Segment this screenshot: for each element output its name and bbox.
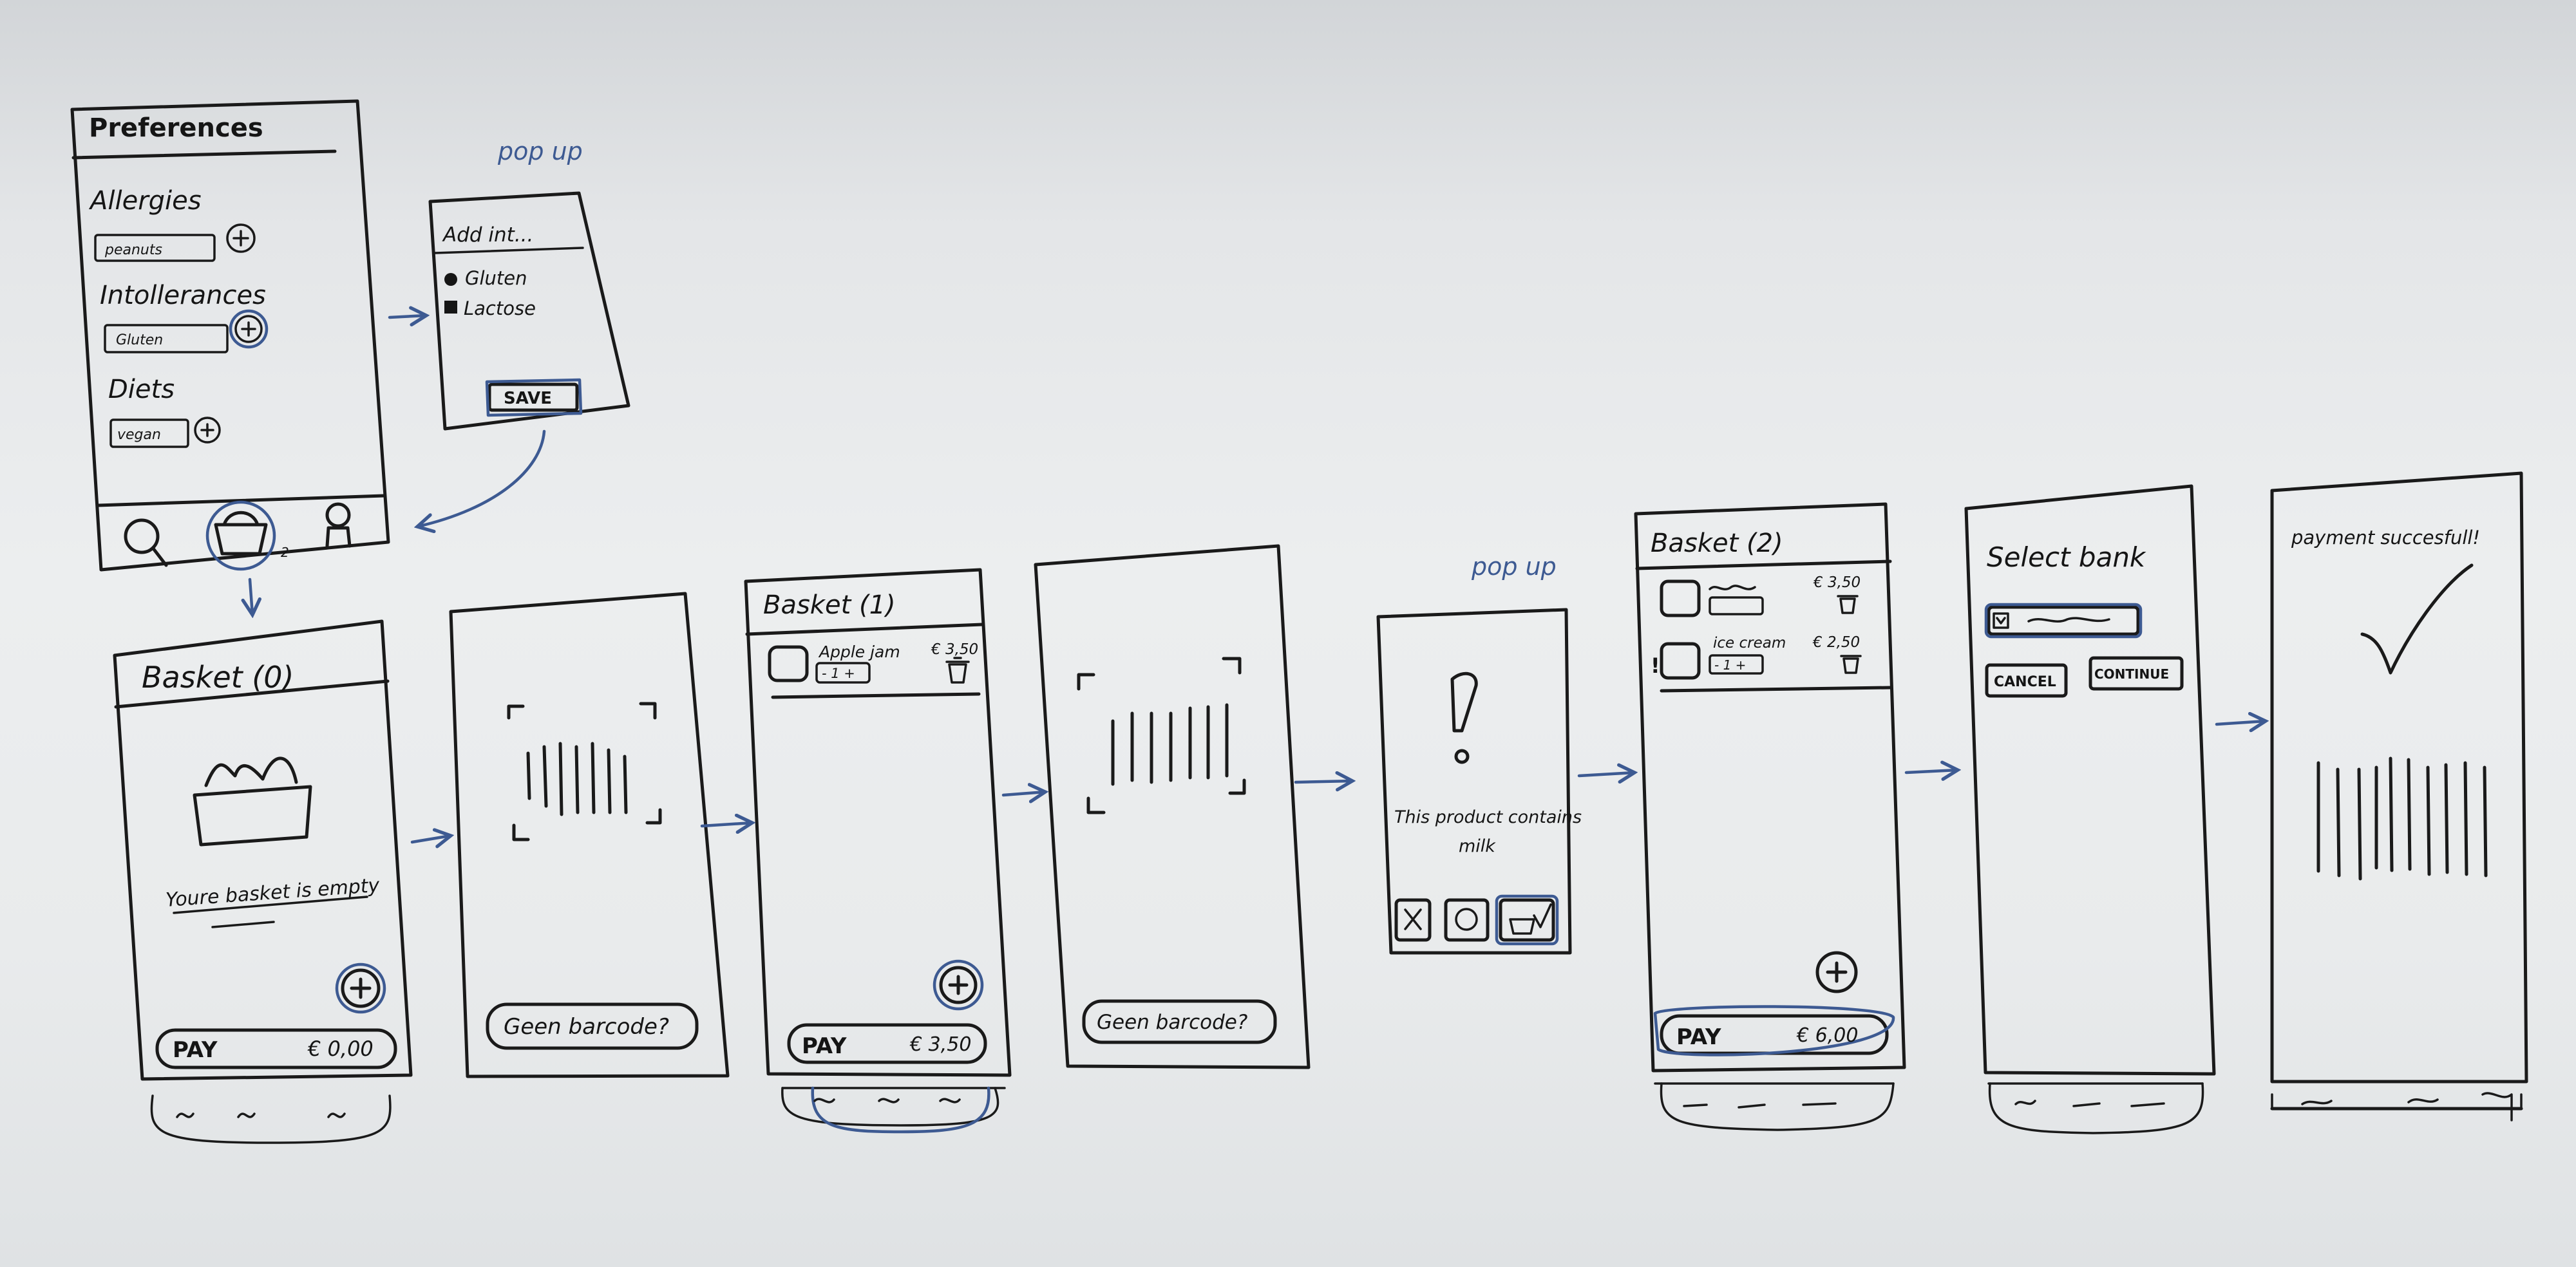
option-gluten[interactable]: Gluten (465, 267, 527, 289)
diets-label: Diets (108, 375, 175, 404)
replace-button[interactable] (1444, 898, 1490, 942)
add-allergy-icon[interactable] (226, 223, 256, 253)
quantity-stepper-label: - 1 + (822, 666, 855, 681)
product-name: Apple jam (818, 643, 900, 661)
basket-empty-title: Basket (0) (142, 660, 294, 695)
add-anyway-button[interactable] (1495, 894, 1559, 946)
quantity-stepper-label: - 1 + (1714, 657, 1746, 673)
pay-label: PAY (1676, 1024, 1721, 1050)
empty-basket-illustration (193, 756, 312, 847)
gluten-radio-selected[interactable] (444, 273, 457, 286)
preferences-screen: Preferences Allergies peanuts Intolleran… (70, 99, 390, 572)
flow-arrows (250, 315, 2266, 842)
continue-button-label: CONTINUE (2094, 666, 2169, 682)
quantity-stepper[interactable] (815, 662, 871, 684)
checkmark-icon (2360, 563, 2474, 675)
no-barcode-button[interactable] (486, 1002, 699, 1050)
add-product-button[interactable] (933, 959, 984, 1011)
pay-total: € 0,00 (307, 1037, 374, 1061)
warning-message-line1: This product contains (1394, 807, 1582, 827)
pay-total: € 6,00 (1796, 1024, 1858, 1047)
select-bank-title: Select bank (1987, 541, 2146, 573)
option-lactose[interactable]: Lactose (464, 297, 536, 319)
trash-icon[interactable] (945, 657, 970, 684)
nav-badge: 2 (281, 545, 289, 560)
basket-two-title: Basket (2) (1651, 529, 1783, 558)
warning-popup: This product contains milk (1376, 608, 1582, 955)
pay-total: € 3,50 (909, 1033, 971, 1056)
popup-note-2: pop up (1471, 552, 1557, 581)
diet-chip-label: vegan (117, 427, 161, 443)
intolerance-chip[interactable] (104, 324, 229, 353)
product-thumbnail (768, 645, 809, 682)
add-product-button[interactable] (335, 962, 386, 1014)
payment-success-title: payment succesfull! (2291, 527, 2480, 549)
item2-price: € 2,50 (1812, 634, 1860, 651)
warning-message-line2: milk (1459, 836, 1496, 856)
basket-one-screen: Basket (1) Apple jam € 3,50 - 1 + PAY € … (744, 568, 1012, 1134)
continue-button[interactable] (2088, 656, 2184, 691)
pay-bar[interactable] (787, 1023, 987, 1064)
scanner-screen-2: Geen barcode? (1034, 544, 1311, 1069)
empty-basket-message: Youre basket is empty (165, 874, 381, 912)
product-price: € 3,50 (931, 641, 978, 658)
popup-title: Add int... (442, 223, 533, 247)
allergy-chip[interactable] (94, 234, 216, 262)
pay-bar[interactable] (155, 1028, 397, 1069)
intolerances-label: Intollerances (100, 281, 266, 310)
basket-one-title: Basket (1) (763, 590, 896, 620)
cancel-button-label: CANCEL (1994, 674, 2056, 690)
no-barcode-button[interactable] (1082, 999, 1277, 1044)
no-barcode-label: Geen barcode? (504, 1014, 669, 1040)
product-thumbnail (1660, 642, 1701, 680)
add-diet-icon[interactable] (194, 417, 221, 444)
diet-chip[interactable] (109, 418, 189, 448)
pay-label: PAY (173, 1037, 218, 1063)
item2-name: ice cream (1713, 635, 1786, 652)
lactose-checkbox[interactable] (444, 301, 457, 314)
payment-success-screen: payment succesfull! (2270, 471, 2528, 1122)
pay-label: PAY (802, 1033, 847, 1059)
save-button[interactable] (488, 382, 579, 412)
dismiss-button[interactable] (1394, 898, 1432, 942)
intolerance-chip-label: Gluten (116, 332, 163, 348)
quantity-stepper[interactable] (1709, 654, 1764, 675)
preferences-title: Preferences (89, 113, 263, 143)
select-bank-screen: Select bank CANCEL CONTINUE (1964, 484, 2216, 1134)
add-intolerance-popup: Add int... Gluten Lactose SAVE (428, 191, 630, 431)
no-barcode-label: Geen barcode? (1097, 1011, 1247, 1034)
chevron-down-icon[interactable] (1993, 612, 2009, 629)
scanner-screen-1: Geen barcode? (449, 592, 730, 1078)
bank-dropdown[interactable] (1984, 603, 2143, 639)
item2-warning-mark: ! (1651, 653, 1660, 678)
add-intolerance-icon[interactable] (229, 309, 269, 349)
item1-price: € 3,50 (1813, 574, 1861, 591)
quantity-stepper[interactable] (1709, 596, 1764, 615)
profile-icon[interactable] (325, 502, 352, 548)
allergies-label: Allergies (88, 186, 202, 216)
save-button-label: SAVE (504, 389, 552, 408)
search-icon[interactable] (124, 518, 168, 567)
cancel-button[interactable] (1985, 663, 2068, 698)
popup-note-1: pop up (497, 137, 583, 165)
basket-empty-screen: Basket (0) Youre basket is empty PAY € 0… (113, 619, 413, 1144)
basket-two-screen: Basket (2) € 3,50 ! ice cream € 2,50 - 1… (1634, 502, 1906, 1131)
allergy-chip-label: peanuts (104, 242, 162, 258)
add-product-button[interactable] (1815, 951, 1858, 993)
product-thumbnail (1660, 579, 1701, 617)
basket-nav-icon[interactable] (205, 500, 276, 571)
